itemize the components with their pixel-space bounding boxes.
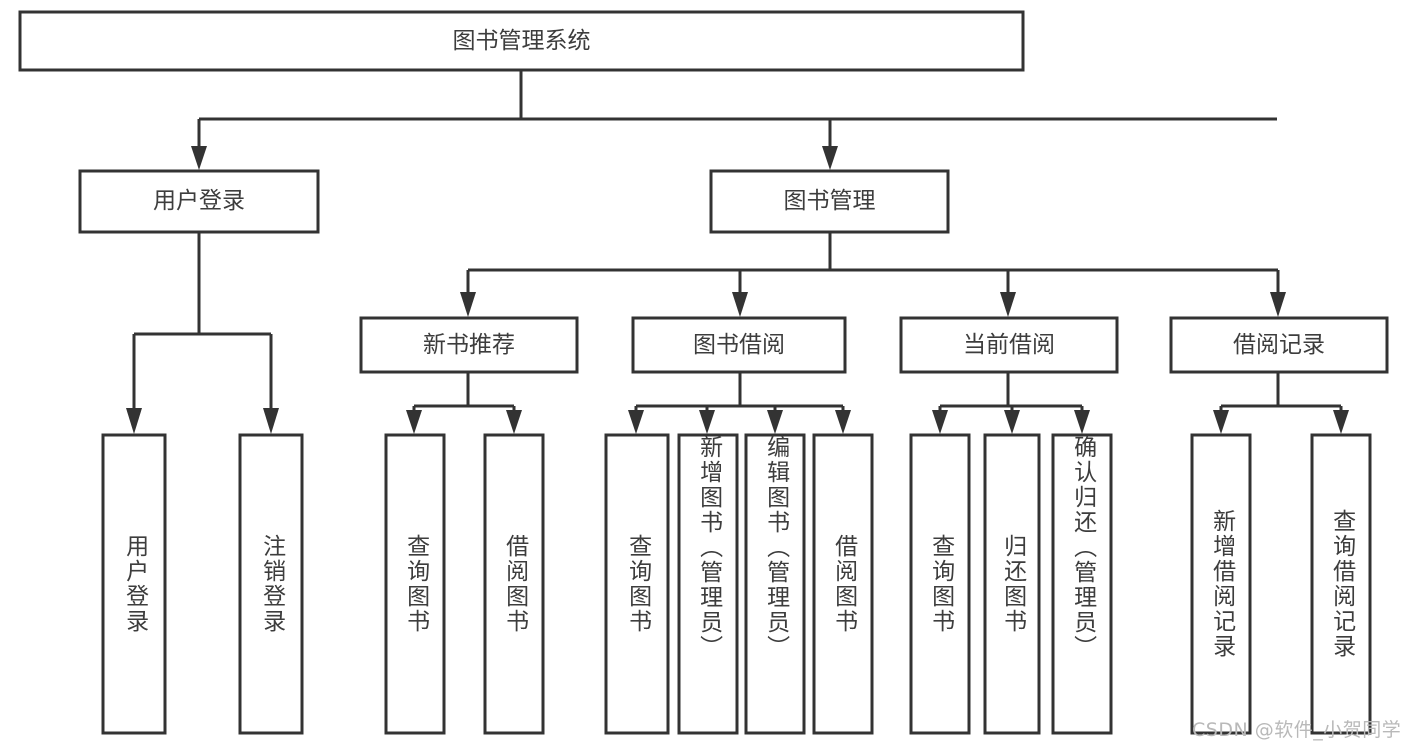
connector-current-borrow-to-leaves bbox=[932, 372, 1090, 434]
node-box-user-login[interactable] bbox=[78, 169, 320, 234]
node-box-leaf[interactable] bbox=[101, 433, 167, 735]
connector-root-to-level2 bbox=[191, 70, 1277, 170]
node-box-leaf[interactable] bbox=[483, 433, 545, 735]
node-box-leaf[interactable] bbox=[909, 433, 971, 735]
node-box-leaf[interactable] bbox=[1051, 433, 1113, 735]
node-box-root[interactable] bbox=[18, 10, 1025, 72]
connector-new-book-to-leaves bbox=[406, 372, 522, 434]
node-box-borrow-record[interactable] bbox=[1169, 316, 1389, 374]
node-box-book-borrow[interactable] bbox=[631, 316, 847, 374]
node-box-leaf[interactable] bbox=[604, 433, 670, 735]
node-box-leaf[interactable] bbox=[384, 433, 446, 735]
node-box-leaf[interactable] bbox=[983, 433, 1041, 735]
connector-book-management-to-level3 bbox=[460, 232, 1286, 317]
node-box-leaf[interactable] bbox=[1190, 433, 1252, 735]
connector-borrow-record-to-leaves bbox=[1213, 372, 1349, 434]
node-box-leaf[interactable] bbox=[812, 433, 874, 735]
node-box-current-borrow[interactable] bbox=[899, 316, 1119, 374]
node-box-new-book-recommend[interactable] bbox=[359, 316, 579, 374]
csdn-watermark: CSDN @软件_小贺同学 bbox=[1192, 719, 1402, 741]
connector-user-login-to-leaves bbox=[126, 232, 279, 434]
node-box-leaf[interactable] bbox=[744, 433, 806, 735]
connector-book-borrow-to-leaves bbox=[628, 372, 851, 434]
node-box-leaf[interactable] bbox=[677, 433, 739, 735]
node-box-leaf[interactable] bbox=[1310, 433, 1372, 735]
node-box-book-management[interactable] bbox=[709, 169, 950, 234]
node-box-leaf[interactable] bbox=[238, 433, 304, 735]
